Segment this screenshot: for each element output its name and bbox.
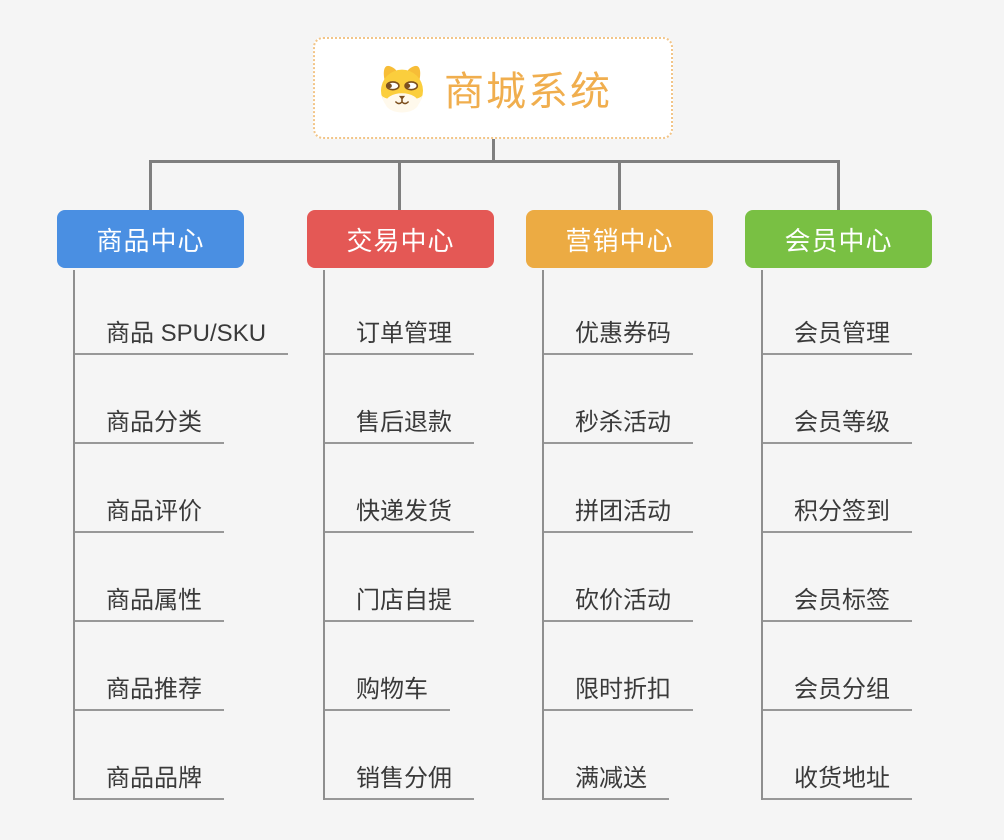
connector-drop-member bbox=[837, 160, 840, 210]
branch-box-product[interactable]: 商品中心 bbox=[57, 210, 244, 268]
dog-face-icon bbox=[381, 65, 423, 113]
leaf-node[interactable]: 快递发货 bbox=[325, 498, 474, 533]
leaf-node[interactable]: 商品分类 bbox=[75, 409, 224, 444]
connector-root-drop bbox=[492, 139, 495, 162]
leaf-node[interactable]: 订单管理 bbox=[325, 320, 474, 355]
leaf-node[interactable]: 会员标签 bbox=[763, 587, 912, 622]
leaf-node[interactable]: 满减送 bbox=[544, 765, 669, 800]
leaf-node[interactable]: 优惠券码 bbox=[544, 320, 693, 355]
leaf-node[interactable]: 购物车 bbox=[325, 676, 450, 711]
branch-column-trade: 订单管理 售后退款 快递发货 门店自提 购物车 销售分佣 bbox=[323, 270, 474, 800]
leaf-node[interactable]: 售后退款 bbox=[325, 409, 474, 444]
leaf-node[interactable]: 商品推荐 bbox=[75, 676, 224, 711]
leaf-node[interactable]: 门店自提 bbox=[325, 587, 474, 622]
branch-box-member[interactable]: 会员中心 bbox=[745, 210, 932, 268]
leaf-node[interactable]: 商品评价 bbox=[75, 498, 224, 533]
leaf-node[interactable]: 秒杀活动 bbox=[544, 409, 693, 444]
branch-label: 交易中心 bbox=[346, 225, 455, 256]
connector-horizontal-bar bbox=[149, 160, 840, 163]
leaf-node[interactable]: 会员分组 bbox=[763, 676, 912, 711]
root-label: 商城系统 bbox=[444, 70, 612, 114]
root-node[interactable]: 商城系统 bbox=[313, 37, 673, 139]
leaf-node[interactable]: 拼团活动 bbox=[544, 498, 693, 533]
leaf-node[interactable]: 会员管理 bbox=[763, 320, 912, 355]
branch-column-member: 会员管理 会员等级 积分签到 会员标签 会员分组 收货地址 bbox=[761, 270, 912, 800]
branch-label: 商品中心 bbox=[96, 225, 205, 256]
connector-drop-product bbox=[149, 160, 152, 210]
leaf-node[interactable]: 商品品牌 bbox=[75, 765, 224, 800]
connector-drop-marketing bbox=[618, 160, 621, 210]
leaf-node[interactable]: 销售分佣 bbox=[325, 765, 474, 800]
leaf-node[interactable]: 限时折扣 bbox=[544, 676, 693, 711]
branch-label: 会员中心 bbox=[784, 225, 893, 256]
leaf-node[interactable]: 会员等级 bbox=[763, 409, 912, 444]
branch-column-product: 商品 SPU/SKU 商品分类 商品评价 商品属性 商品推荐 商品品牌 bbox=[73, 270, 289, 800]
connector-drop-trade bbox=[398, 160, 401, 210]
branch-box-marketing[interactable]: 营销中心 bbox=[526, 210, 713, 268]
leaf-node[interactable]: 商品属性 bbox=[75, 587, 224, 622]
leaf-node[interactable]: 砍价活动 bbox=[544, 587, 693, 622]
branch-column-marketing: 优惠券码 秒杀活动 拼团活动 砍价活动 限时折扣 满减送 bbox=[542, 270, 693, 800]
branch-box-trade[interactable]: 交易中心 bbox=[307, 210, 494, 268]
leaf-node[interactable]: 收货地址 bbox=[763, 765, 912, 800]
branch-label: 营销中心 bbox=[565, 225, 674, 256]
leaf-node[interactable]: 商品 SPU/SKU bbox=[75, 320, 289, 355]
leaf-node[interactable]: 积分签到 bbox=[763, 498, 912, 533]
